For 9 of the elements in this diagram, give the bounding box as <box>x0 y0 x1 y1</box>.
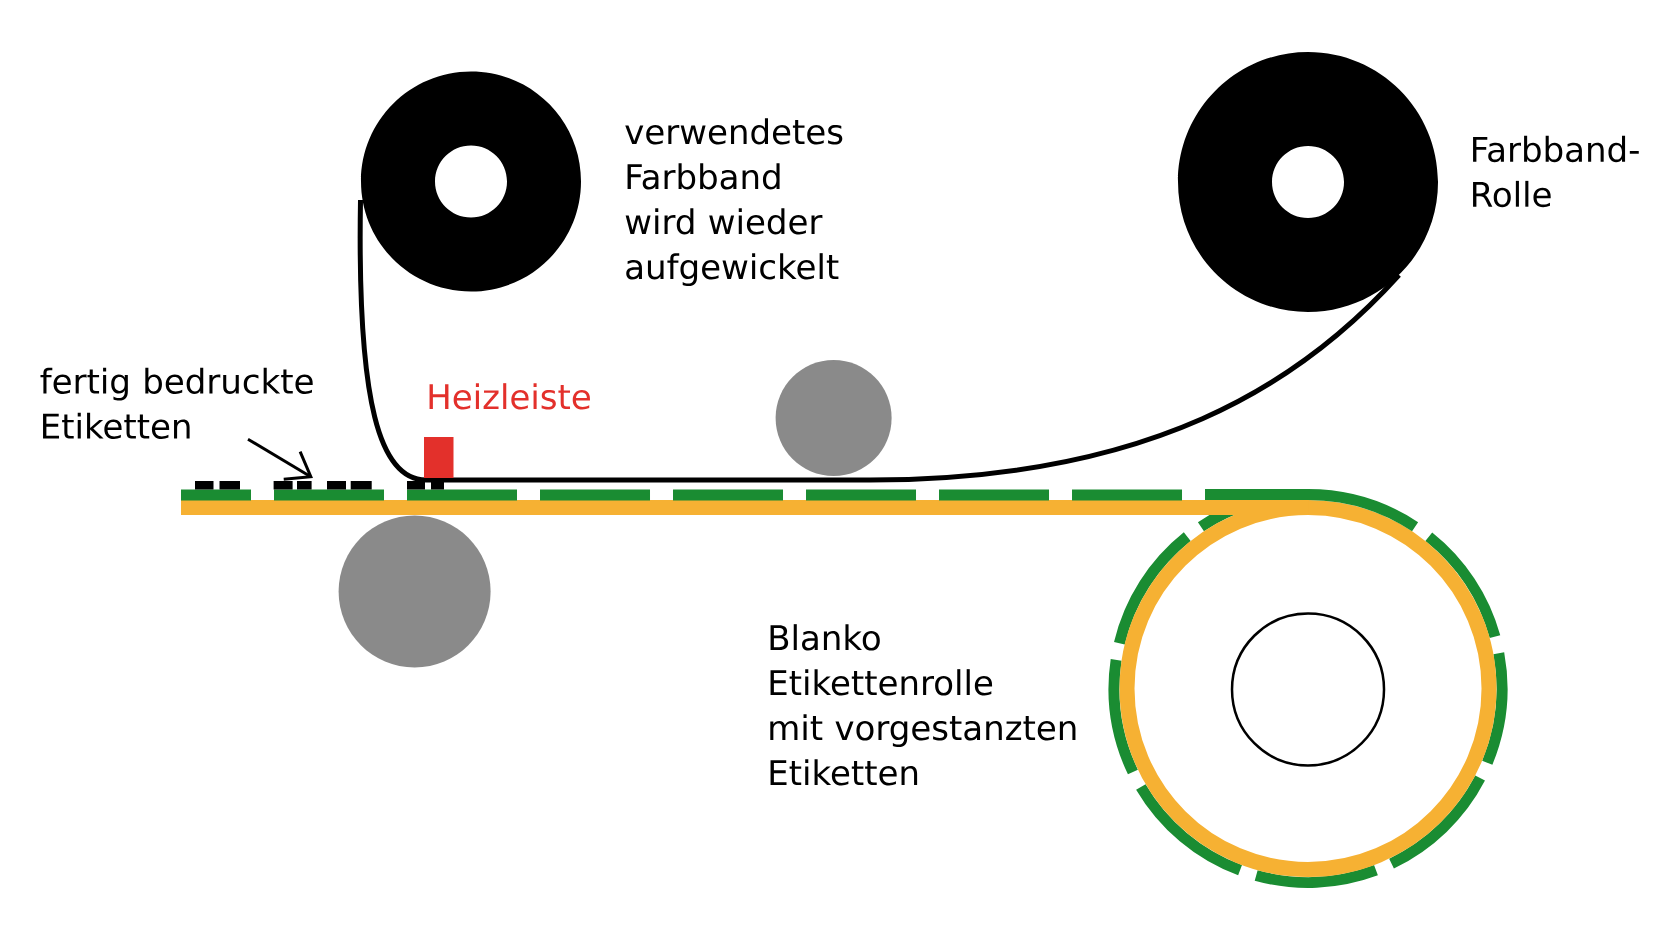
roller <box>775 360 892 476</box>
part-label: verwendetes Farbband wird wieder aufgewickelt <box>625 118 843 287</box>
part-label: Blanko Etikettenrolle mit vorgestanzten Etiketten <box>770 624 1076 786</box>
printed-labels <box>181 481 384 501</box>
callout-text: fertig bedruckte Etiketten <box>40 367 313 439</box>
part-label: Farbband-Rolle <box>1473 135 1639 208</box>
roller <box>338 515 491 668</box>
part-label: Heizleiste <box>429 383 590 410</box>
arrow <box>247 437 313 481</box>
